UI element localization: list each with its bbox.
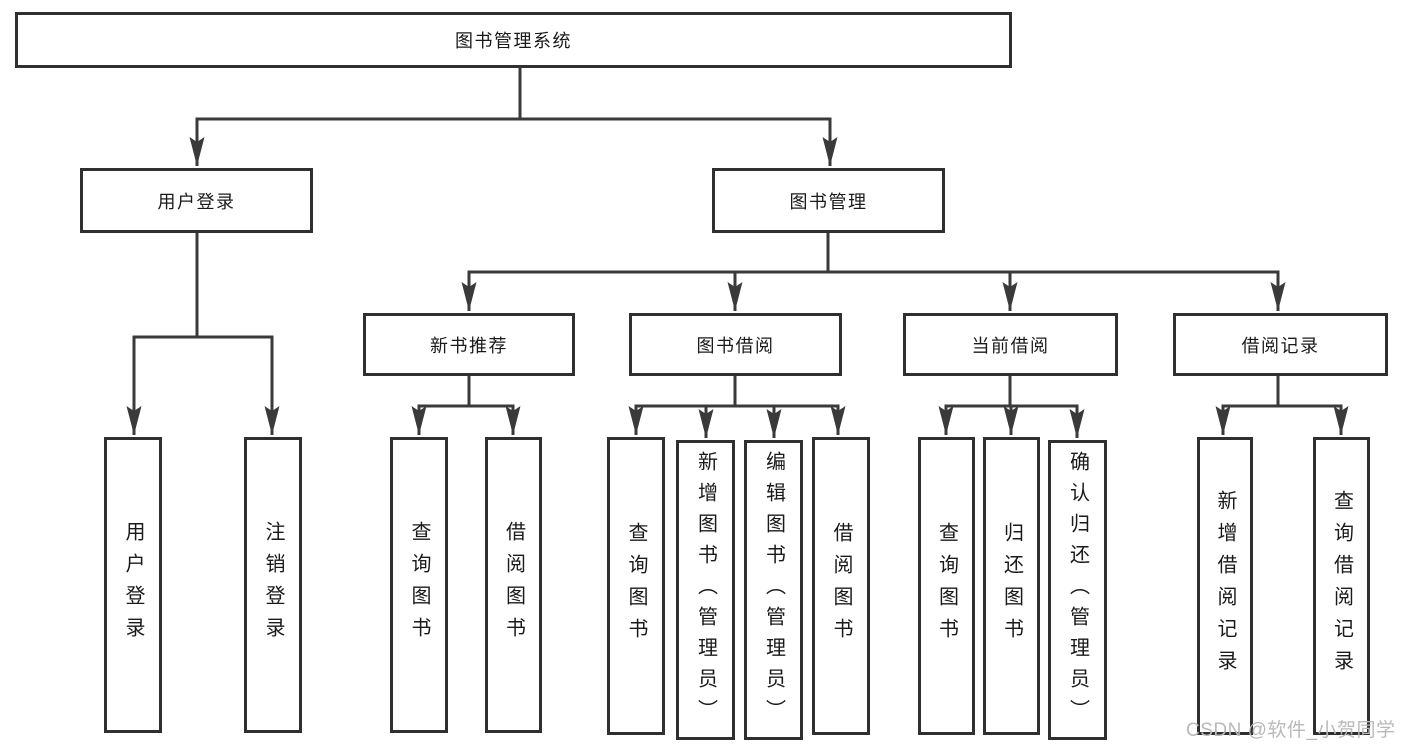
leaf-rec-borrow-book-label: 借阅图书 (502, 521, 525, 649)
leaf-borrow-book-label: 借阅图书 (830, 522, 852, 650)
csdn-watermark: CSDN @软件_小贺同学 (1186, 720, 1396, 741)
node-new-book-rec-label: 新书推荐 (430, 335, 508, 356)
node-user-login-label: 用户登录 (157, 191, 236, 212)
connector-book-borrow-children (628, 376, 846, 438)
leaf-current-query-book-label: 查询图书 (935, 522, 958, 650)
leaf-confirm-return-admin: 确认归还（管理员） (1048, 440, 1107, 740)
leaf-add-book-admin: 新增图书（管理员） (676, 440, 735, 740)
connector-current-borrow-children (938, 376, 1085, 438)
leaf-query-borrow-record-label: 查询借阅记录 (1330, 490, 1353, 682)
leaf-edit-book-admin-label: 编辑图书（管理员） (762, 450, 785, 730)
node-book-borrow: 图书借阅 (629, 313, 842, 376)
leaf-add-borrow-record: 新增借阅记录 (1197, 437, 1253, 735)
leaf-borrow-book: 借阅图书 (812, 437, 870, 735)
leaf-rec-query-book-label: 查询图书 (408, 521, 430, 649)
leaf-add-book-admin-label: 新增图书（管理员） (694, 450, 717, 730)
node-current-borrow: 当前借阅 (903, 313, 1118, 376)
leaf-rec-query-book: 查询图书 (390, 437, 448, 733)
leaf-user-login: 用户登录 (104, 437, 162, 733)
leaf-query-borrow-record: 查询借阅记录 (1313, 437, 1370, 735)
leaf-return-book: 归还图书 (983, 437, 1040, 735)
leaf-borrow-query-book: 查询图书 (607, 437, 665, 735)
node-new-book-rec: 新书推荐 (363, 313, 575, 376)
leaf-rec-borrow-book: 借阅图书 (485, 437, 542, 733)
leaf-logout: 注销登录 (244, 437, 302, 733)
node-borrow-record-label: 借阅记录 (1241, 335, 1320, 356)
leaf-edit-book-admin: 编辑图书（管理员） (744, 440, 803, 740)
node-current-borrow-label: 当前借阅 (971, 335, 1050, 356)
leaf-return-book-label: 归还图书 (1000, 522, 1023, 650)
leaf-user-login-label: 用户登录 (122, 521, 144, 649)
connector-new-book-rec-children (411, 376, 521, 435)
leaf-logout-label: 注销登录 (262, 521, 284, 649)
node-book-mgmt-label: 图书管理 (789, 191, 868, 212)
connector-user-login-children (126, 233, 280, 435)
node-borrow-record: 借阅记录 (1173, 313, 1388, 376)
node-root-label: 图书管理系统 (455, 31, 572, 51)
leaf-add-borrow-record-label: 新增借阅记录 (1214, 490, 1236, 682)
leaf-borrow-query-book-label: 查询图书 (625, 522, 647, 650)
node-book-borrow-label: 图书借阅 (696, 335, 775, 356)
node-book-mgmt: 图书管理 (712, 168, 945, 233)
leaf-current-query-book: 查询图书 (918, 437, 975, 735)
leaf-confirm-return-admin-label: 确认归还（管理员） (1066, 450, 1089, 730)
connector-root-to-level2 (189, 67, 838, 166)
connector-borrow-record-children (1215, 376, 1349, 435)
node-root: 图书管理系统 (15, 12, 1012, 68)
connector-book-mgmt-to-level3 (461, 233, 1286, 311)
node-user-login: 用户登录 (80, 168, 313, 233)
